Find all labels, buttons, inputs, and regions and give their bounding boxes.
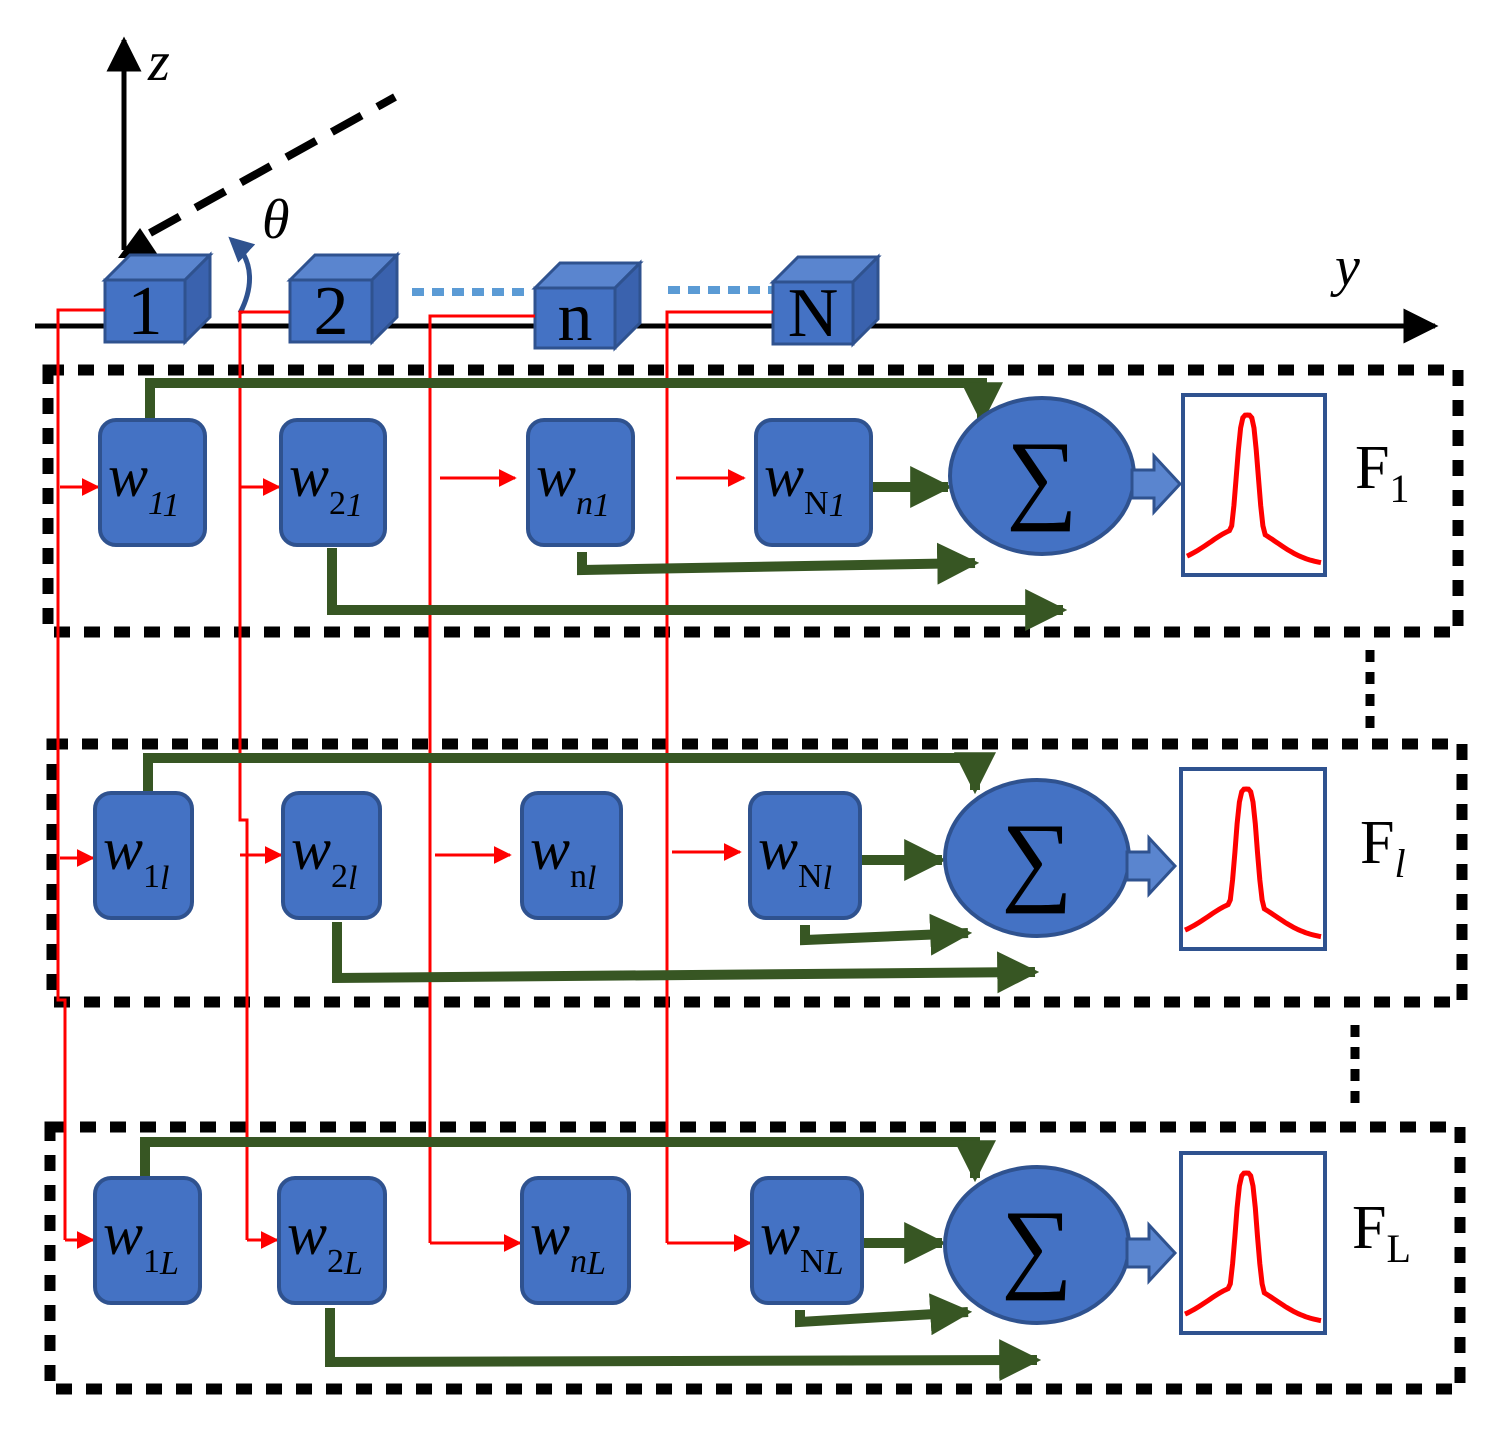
- response-curve: [1184, 786, 1322, 940]
- weight-block: wnL: [520, 1176, 631, 1305]
- array-element-cube: n: [531, 259, 644, 356]
- summation-arrow: [332, 922, 1040, 994]
- weight-label: w11: [108, 443, 180, 524]
- signal-line: [56, 308, 105, 1240]
- weight-label: w1l: [103, 816, 169, 897]
- weight-block: w21: [279, 418, 387, 547]
- array-element-label: 1: [128, 273, 163, 350]
- weight-label: wnL: [530, 1201, 606, 1282]
- weight-label: wnl: [530, 816, 596, 897]
- weight-label: w21: [289, 443, 363, 524]
- weight-label: wN1: [764, 443, 846, 524]
- filter-label: Fl: [1360, 809, 1406, 886]
- summation-node: ∑: [943, 778, 1131, 938]
- sum-symbol: ∑: [1006, 421, 1077, 532]
- weight-block: w1l: [93, 791, 194, 920]
- y-axis-label: y: [1330, 236, 1360, 298]
- summation-node: ∑: [943, 1165, 1131, 1325]
- signal-line: [428, 314, 535, 1243]
- array-element-label: n: [558, 279, 593, 356]
- weight-label: w1L: [103, 1201, 179, 1282]
- theta-angle-arrow: [228, 236, 256, 315]
- weight-block: wNl: [748, 791, 862, 920]
- array-element-cube: N: [769, 253, 882, 352]
- filter-row-box: [46, 738, 1468, 1008]
- weight-block: wnl: [520, 791, 623, 920]
- filter-label: FL: [1352, 1194, 1411, 1271]
- output-block-arrow: [1130, 452, 1183, 516]
- weight-block: w2L: [277, 1176, 387, 1305]
- filter-row-box: [44, 1121, 1466, 1395]
- response-curve: [1184, 1170, 1322, 1324]
- signal-lines: [56, 308, 773, 1252]
- filter-row: w11 w21 wn1 wN1 ∑ F1: [98, 393, 1409, 577]
- filter-row: w1l w2l wnl wNl ∑ Fl: [93, 767, 1406, 951]
- array-element-cube: 2: [286, 251, 401, 350]
- summation-arrow: [577, 542, 980, 585]
- sum-symbol: ∑: [1001, 803, 1072, 914]
- origin-marker: [118, 228, 160, 258]
- summation-arrow: [325, 1308, 1042, 1382]
- array-elements: 1 2 n N: [101, 251, 882, 356]
- filter-output-plot: [1179, 767, 1327, 951]
- weight-block: w2l: [281, 791, 382, 920]
- summation-arrow: [800, 913, 973, 956]
- output-block-arrow: [1125, 834, 1178, 898]
- weight-block: w11: [98, 418, 207, 547]
- filter-row-boxes: [42, 364, 1468, 1395]
- filter-output-plot: [1179, 1151, 1327, 1335]
- weight-block: wNL: [750, 1176, 864, 1305]
- weight-block: wn1: [526, 418, 635, 547]
- summation-node: ∑: [948, 396, 1136, 556]
- weight-label: wNl: [758, 816, 832, 897]
- weight-label: wNL: [760, 1201, 844, 1282]
- summation-arrow: [795, 1293, 973, 1336]
- output-block-arrow: [1125, 1221, 1178, 1285]
- sum-symbol: ∑: [1001, 1190, 1072, 1301]
- signal-line: [665, 310, 773, 1243]
- weight-label: w2L: [287, 1201, 363, 1282]
- array-element-label: N: [788, 275, 839, 352]
- weight-label: w2l: [291, 816, 357, 897]
- coordinate-axes: z y θ: [35, 31, 1439, 344]
- weight-block: w1L: [93, 1176, 202, 1305]
- weight-block: wN1: [754, 418, 873, 547]
- filter-row: w1L w2L wnL wNL ∑ FL: [93, 1151, 1411, 1335]
- filter-label: F1: [1355, 434, 1409, 511]
- summation-arrow: [327, 548, 1068, 631]
- summation-arrow: [143, 752, 996, 795]
- summation-arrow: [145, 378, 1003, 425]
- look-direction-dashed-line: [148, 93, 397, 237]
- z-axis-label: z: [147, 31, 170, 93]
- array-element-cube: 1: [101, 251, 214, 350]
- summation-arrows: [140, 378, 1068, 1382]
- filter-row-box: [42, 364, 1464, 638]
- weight-label: wn1: [536, 443, 610, 524]
- filter-output-plot: [1181, 393, 1327, 577]
- response-curve: [1185, 412, 1322, 566]
- array-element-label: 2: [314, 273, 349, 350]
- theta-label: θ: [262, 189, 290, 251]
- signal-line: [238, 310, 290, 1240]
- summation-arrow: [140, 1137, 996, 1183]
